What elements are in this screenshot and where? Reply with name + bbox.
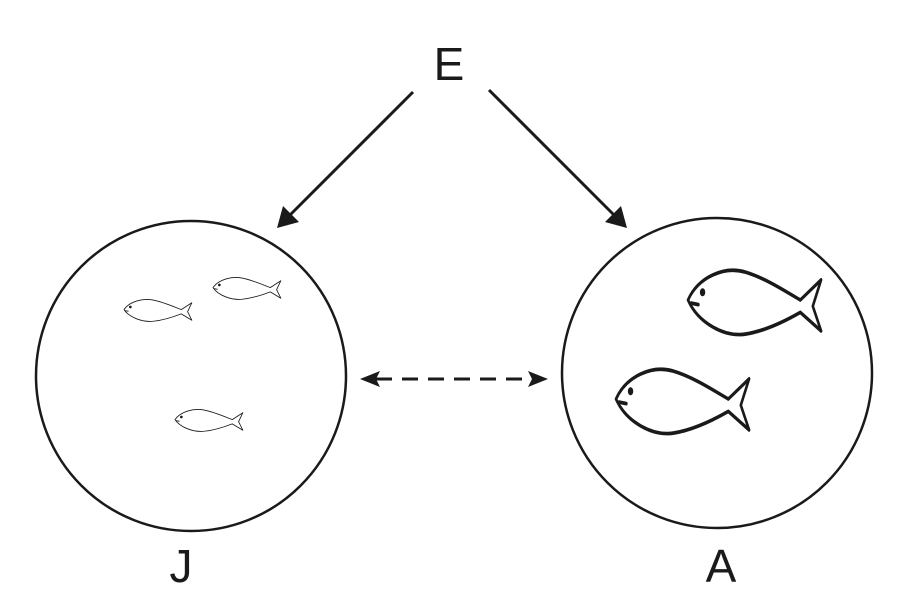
dashed-double-arrow <box>360 371 548 387</box>
adult-fish <box>686 268 823 337</box>
juvenile-fish <box>174 409 244 432</box>
adult-fish <box>614 367 751 436</box>
label-j: J <box>170 540 193 592</box>
label-a: A <box>706 540 737 592</box>
adult-circle <box>560 216 874 530</box>
arrow-e-to-a <box>487 88 627 228</box>
juvenile-fish <box>123 299 193 322</box>
juvenile-fish <box>212 277 282 300</box>
arrow-e-to-j <box>277 90 415 228</box>
label-e: E <box>434 38 465 90</box>
juvenile-circle <box>34 219 348 533</box>
